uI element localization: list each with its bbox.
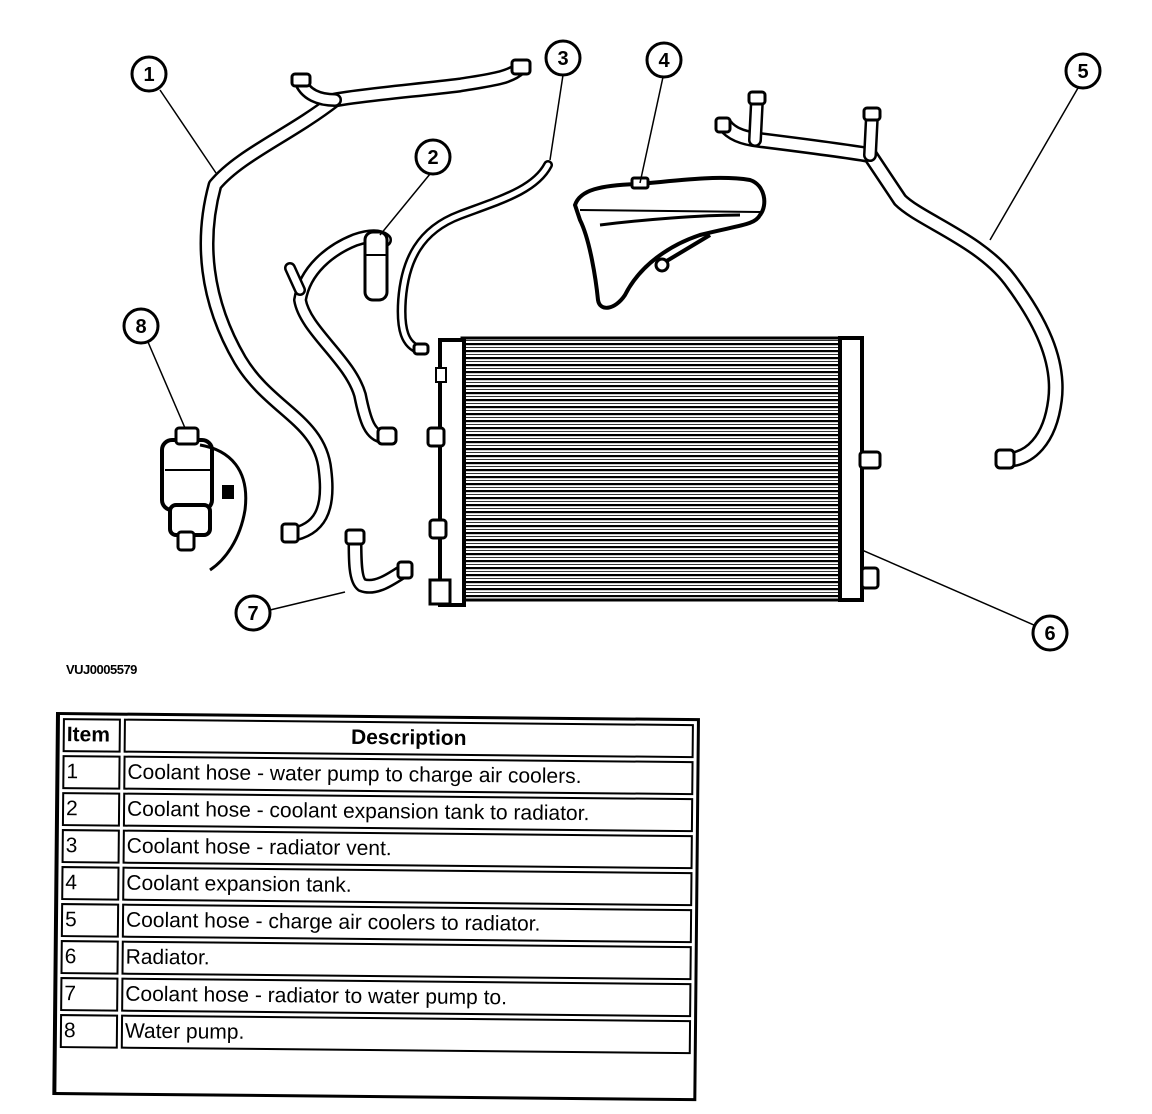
svg-text:3: 3 <box>557 48 568 70</box>
svg-text:6: 6 <box>1044 623 1055 645</box>
table-row: 5 Coolant hose - charge air coolers to r… <box>60 903 693 944</box>
row-item: 3 <box>61 829 120 864</box>
svg-text:5: 5 <box>1077 61 1088 83</box>
row-description: Water pump. <box>120 1014 692 1055</box>
svg-text:7: 7 <box>247 603 258 625</box>
table-row: 2 Coolant hose - coolant expansion tank … <box>61 792 694 833</box>
row-description: Coolant expansion tank. <box>122 866 693 907</box>
figure-code: VUJ0005579 <box>66 662 137 677</box>
row-description: Coolant hose - coolant expansion tank to… <box>122 792 694 833</box>
hose-7 <box>344 528 414 594</box>
expansion-tank <box>572 175 767 310</box>
table-row: 4 Coolant expansion tank. <box>61 866 693 907</box>
radiator <box>426 336 882 607</box>
row-description: Coolant hose - radiator to water pump to… <box>121 977 692 1018</box>
svg-text:2: 2 <box>427 147 438 169</box>
row-item: 5 <box>60 903 120 938</box>
callout-1: 1 <box>130 55 168 93</box>
row-description: Radiator. <box>121 940 692 981</box>
hose-5 <box>714 90 1064 470</box>
row-item: 8 <box>59 1014 119 1049</box>
hose-1 <box>199 58 532 544</box>
svg-text:8: 8 <box>135 316 146 338</box>
table-row: 7 Coolant hose - radiator to water pump … <box>60 977 692 1018</box>
leader-lines <box>147 74 1079 626</box>
row-item: 4 <box>61 866 120 901</box>
row-description: Coolant hose - radiator vent. <box>122 829 693 870</box>
row-item: 6 <box>60 940 119 975</box>
table-row: 3 Coolant hose - radiator vent. <box>61 829 693 870</box>
row-item: 2 <box>61 792 121 827</box>
table-row: 1 Coolant hose - water pump to charge ai… <box>62 755 694 796</box>
row-description: Coolant hose - water pump to charge air … <box>123 755 694 796</box>
table-row: 6 Radiator. <box>60 940 692 981</box>
callout-4: 4 <box>645 41 683 79</box>
cooling-system-diagram: 1 2 3 4 5 6 7 8 <box>122 39 1102 652</box>
table-row: 8 Water pump. <box>59 1014 692 1055</box>
row-description: Coolant hose - charge air coolers to rad… <box>121 903 693 944</box>
legend-header-description: Description <box>123 718 694 759</box>
hose-2 <box>284 229 398 446</box>
water-pump <box>160 426 248 572</box>
callout-3: 3 <box>544 39 582 77</box>
svg-text:1: 1 <box>143 64 154 86</box>
row-item: 7 <box>60 977 119 1012</box>
legend-header-item: Item <box>62 718 121 753</box>
svg-text:4: 4 <box>658 50 670 72</box>
callout-6: 6 <box>1031 614 1069 652</box>
callout-5: 5 <box>1064 52 1102 90</box>
legend-header-row: Item Description <box>62 718 694 759</box>
callout-7: 7 <box>234 594 272 632</box>
row-item: 1 <box>62 755 121 790</box>
callout-8: 8 <box>122 307 160 345</box>
callout-2: 2 <box>414 138 452 176</box>
hose-3 <box>396 160 553 356</box>
legend-table: Item Description 1 Coolant hose - water … <box>52 712 700 1102</box>
